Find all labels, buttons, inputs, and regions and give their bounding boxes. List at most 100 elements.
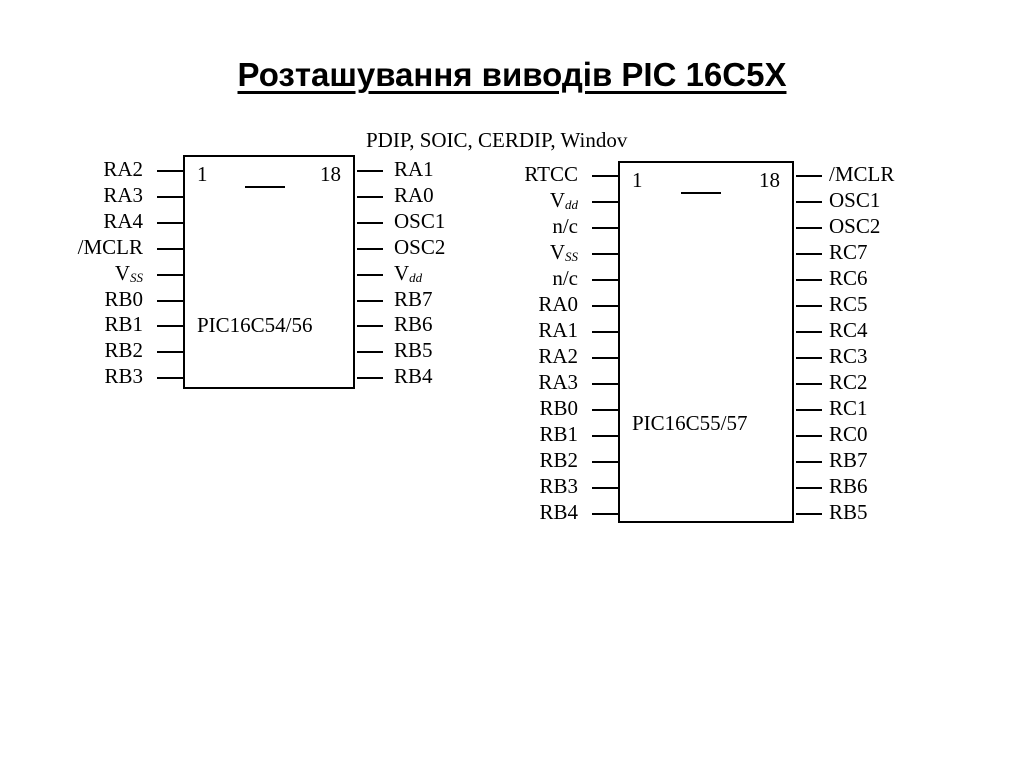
pin-label-vdd: Vdd (394, 262, 422, 289)
pin-label-rb1: RB1 (539, 423, 578, 445)
pin-name: RB7 (829, 448, 868, 472)
pin-name: OSC2 (394, 234, 446, 259)
pin-label-ra4: RA4 (103, 210, 143, 232)
pin-name: /MCLR (77, 234, 143, 259)
pin-label-rb1: RB1 (104, 313, 143, 335)
pin-lead (592, 201, 618, 203)
pin-name: RA0 (394, 182, 434, 207)
pin-label-ra1: RA1 (394, 158, 434, 180)
pin-name: n/c (552, 266, 578, 290)
pin-label-ra3: RA3 (538, 371, 578, 393)
pin-lead (796, 279, 822, 281)
pin-label-rb4: RB4 (539, 501, 578, 523)
pin-label-rc1: RC1 (829, 397, 868, 419)
pin-lead (592, 305, 618, 307)
pin-lead (157, 377, 183, 380)
pin-name: OSC1 (829, 188, 881, 212)
pin-label-rc6: RC6 (829, 267, 868, 289)
pin-label-ra2: RA2 (103, 158, 143, 180)
pin-label-rb4: RB4 (394, 365, 433, 387)
pin-name: RB5 (394, 338, 433, 363)
pin-label-osc2: OSC2 (394, 236, 445, 258)
pin-label-rc5: RC5 (829, 293, 868, 315)
orientation-notch (245, 186, 285, 188)
pin-name: RC7 (829, 240, 868, 264)
pin-label-rb6: RB6 (829, 475, 868, 497)
pin-name: RA3 (538, 370, 578, 394)
pin-lead (592, 409, 618, 411)
pin-lead (796, 227, 822, 229)
pin18-marker: 18 (759, 168, 780, 192)
pin-lead (796, 383, 822, 385)
pin-name: n/c (552, 214, 578, 238)
pin-name: V (549, 240, 565, 264)
pin-lead (357, 221, 383, 224)
chip-pic16c55-57: 1 18 PIC16C55/57 (618, 161, 794, 523)
chip-pic16c54-56: 1 18 PIC16C54/56 (183, 155, 355, 389)
pin-name: RB5 (829, 500, 868, 524)
pin-lead (592, 175, 618, 177)
pin-lead (357, 273, 383, 276)
pin-lead (796, 409, 822, 411)
pin-name: RB6 (829, 474, 868, 498)
pin-label-ra0: RA0 (394, 184, 434, 206)
pin-label-rc2: RC2 (829, 371, 868, 393)
pin-label-osc1: OSC1 (829, 189, 880, 211)
pin-label-vss: VSS (115, 262, 143, 289)
pin-lead (357, 377, 383, 380)
pin-name: RB2 (104, 338, 143, 363)
pin-label-rb7: RB7 (829, 449, 868, 471)
slide-title: Розташування виводів PIC 16C5X (237, 56, 787, 93)
pin-label-rc4: RC4 (829, 319, 868, 341)
pin-name: RB3 (104, 364, 143, 389)
pin-label-n-c: n/c (552, 267, 578, 289)
pin-lead (796, 435, 822, 437)
pin-lead (592, 383, 618, 385)
pin-lead (592, 357, 618, 359)
pin-label-ra0: RA0 (538, 293, 578, 315)
pin-label-rb0: RB0 (104, 288, 143, 310)
pin-lead (357, 195, 383, 198)
pin-lead (357, 170, 383, 172)
pin-label-vss: VSS (550, 241, 578, 268)
pin-name: V (549, 188, 565, 212)
package-label: PDIP, SOIC, CERDIP, Windov (366, 128, 628, 152)
pin-lead (592, 253, 618, 255)
pin-lead (357, 351, 383, 354)
pin-label-rc3: RC3 (829, 345, 868, 367)
pin-label-rb3: RB3 (539, 475, 578, 497)
pin-name: RA4 (103, 208, 143, 233)
pin-lead (157, 299, 183, 302)
pin-label-osc2: OSC2 (829, 215, 880, 237)
pin-label-rtcc: RTCC (524, 163, 578, 185)
pin-name: RB3 (539, 474, 578, 498)
pin-name: RC1 (829, 396, 868, 420)
pin-label-rb2: RB2 (539, 449, 578, 471)
pin-lead (796, 461, 822, 463)
pin-lead (157, 221, 183, 224)
pin-lead (796, 487, 822, 489)
pin-lead (796, 253, 822, 255)
pin-lead (796, 305, 822, 307)
pin-name: RB0 (539, 396, 578, 420)
pin1-marker: 1 (632, 168, 643, 192)
pin-lead (157, 247, 183, 250)
pin-name: RB4 (539, 500, 578, 524)
pin-lead (157, 195, 183, 198)
pin-name: RB1 (539, 422, 578, 446)
pin-lead (157, 273, 183, 276)
pin-name: RC5 (829, 292, 868, 316)
part-number: PIC16C55/57 (632, 411, 748, 435)
pin-label-rb3: RB3 (104, 365, 143, 387)
pin-name: RB1 (104, 312, 143, 337)
pin-name: RB6 (394, 312, 433, 337)
pin-lead (796, 357, 822, 359)
pin1-marker: 1 (197, 162, 208, 186)
pin-name: RB2 (539, 448, 578, 472)
pin-lead (796, 331, 822, 333)
pin-name: RB7 (394, 286, 433, 311)
orientation-notch (681, 192, 721, 194)
pin-name: RA2 (103, 157, 143, 181)
pin-name: RC6 (829, 266, 868, 290)
pin-name-subscript: dd (565, 197, 578, 212)
